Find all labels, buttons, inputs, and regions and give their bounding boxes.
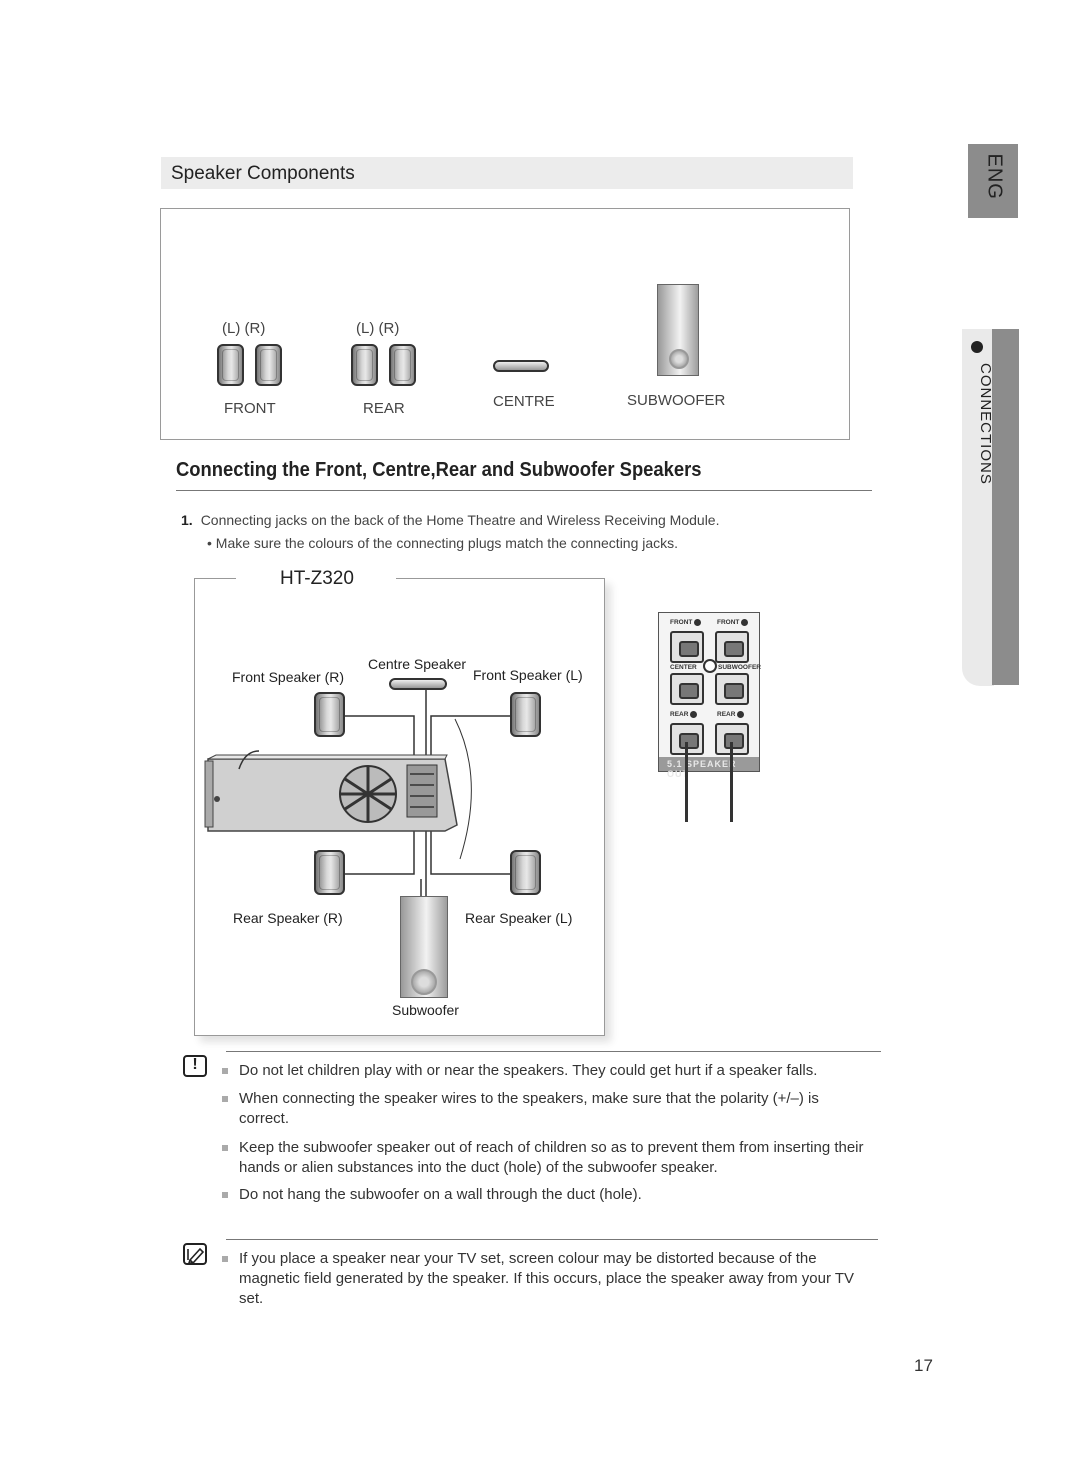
page-number: 17 [914,1356,933,1375]
cable-rear-right [730,742,733,822]
panel-screw-icon [703,659,717,673]
language-tab: ENG [968,144,1018,218]
model-name: HT-Z320 [280,568,354,589]
subwoofer-port-icon [669,349,689,369]
rear-left-label: Rear Speaker (L) [465,910,573,926]
caution-1: Do not let children play with or near th… [239,1062,818,1079]
centre-speaker [493,360,549,372]
panel-rear-label-2: REAR [717,711,745,718]
panel-subwoofer-label: SUBWOOFER [718,664,761,671]
chapter-tab-light [962,329,994,686]
front-left-speaker [217,344,244,386]
note-icon [183,1243,207,1265]
front-label: FRONT [224,400,276,417]
panel-footer-label: 5.1 SPEAKER OUT [667,759,737,779]
step-bullet: • Make sure the colours of the connectin… [207,535,679,551]
rear-right-label: Rear Speaker (R) [233,910,343,926]
caution-rule [226,1051,881,1052]
caution-4: Do not hang the subwoofer on a wall thro… [239,1186,642,1203]
connection-diagram [194,578,605,1036]
panel-footer: 5.1 SPEAKER OUT [659,757,759,779]
receiver-jack-block [406,764,438,818]
caution-bullet-3 [222,1145,228,1151]
diagram-rear-left-speaker [510,850,541,895]
front-right-label: Front Speaker (R) [232,669,345,685]
rear-left-speaker [351,344,378,386]
diagram-drawing [204,689,530,899]
chapter-tab-dark [992,329,1019,685]
front-lr-label: (L) (R) [222,320,266,337]
panel-rear-label-1: REAR [670,711,698,718]
step-number: 1. [181,512,193,528]
chapter-label: CONNECTIONS [977,363,994,485]
step-1: 1. Connecting jacks on the back of the Ho… [181,512,719,528]
caution-icon: ! [183,1055,207,1077]
diagram-front-left-speaker [510,692,541,737]
speaker-out-panel: FRONT FRONT CENTER SUBWOOFER REAR REAR 5… [658,612,761,779]
diagram-title-gap [236,574,396,582]
note-rule [226,1239,878,1240]
subwoofer-speaker [657,284,699,376]
panel-front-label-2: FRONT [717,619,749,626]
note-bullet [222,1256,228,1262]
centre-speaker-label: Centre Speaker [368,656,467,672]
speaker-components-box [160,208,850,440]
caution-2: When connecting the speaker wires to the… [239,1090,819,1127]
caution-3: Keep the subwoofer speaker out of reach … [239,1139,864,1176]
section-title: Speaker Components [171,163,355,184]
jack-front-right [715,631,749,663]
diagram-rear-right-speaker [314,850,345,895]
jack-subwoofer [715,673,749,705]
cable-rear-left [685,742,688,822]
rear-label: REAR [363,400,405,417]
heading-rule [176,490,872,491]
panel-front-label-1: FRONT [670,619,702,626]
jack-front-left [670,631,704,663]
jack-center [670,673,704,705]
caution-bullet-1 [222,1068,228,1074]
language-label: ENG [983,153,1006,200]
note-text: If you place a speaker near your TV set,… [239,1250,855,1307]
caution-bullet-2 [222,1096,228,1102]
diagram-front-right-speaker [314,692,345,737]
section-bar: Speaker Components [161,157,853,189]
caution-bullet-4 [222,1192,228,1198]
diagram-centre-speaker [389,678,447,690]
diagram-subwoofer [400,896,448,998]
front-right-speaker [255,344,282,386]
rear-lr-label: (L) (R) [356,320,400,337]
panel-center-label: CENTER [670,664,697,671]
diagram-subwoofer-port-icon [411,969,437,995]
subwoofer-diagram-label: Subwoofer [392,1002,459,1018]
front-left-label: Front Speaker (L) [473,667,583,683]
centre-label: CENTRE [493,393,555,410]
chapter-dot-icon [971,341,983,353]
receiver-unit [204,750,458,832]
subwoofer-label: SUBWOOFER [627,392,726,409]
cable-curve [454,718,472,860]
connecting-heading: Connecting the Front, Centre,Rear and Su… [176,459,702,481]
rear-right-speaker [389,344,416,386]
step-text: Connecting jacks on the back of the Home… [200,512,720,528]
